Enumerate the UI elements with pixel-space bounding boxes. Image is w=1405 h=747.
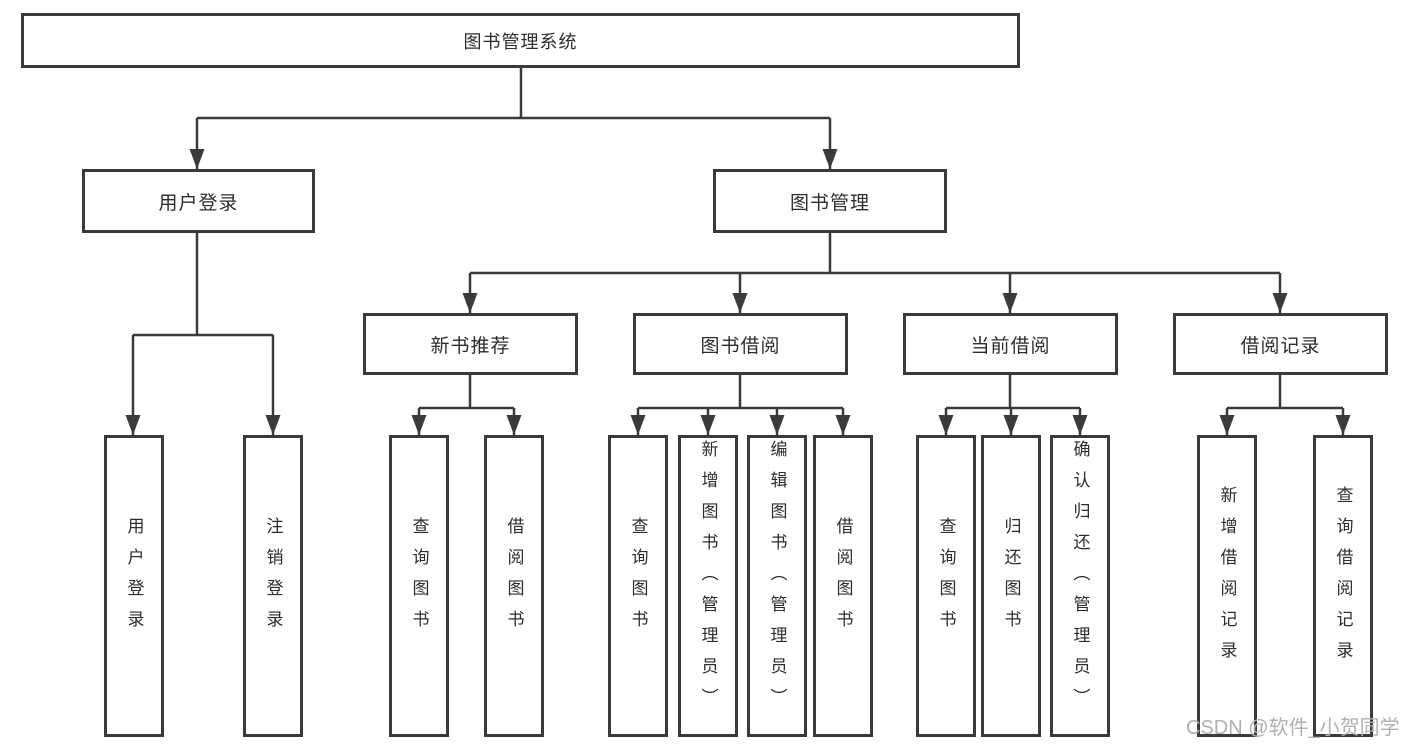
leaf-logout: 注销登录 <box>243 435 303 737</box>
node-current-borrowing: 当前借阅 <box>903 313 1118 375</box>
node-borrowing-records-label: 借阅记录 <box>1240 335 1321 357</box>
leaf-edit-book-admin-label: 编辑图书（管理员） <box>767 439 787 719</box>
node-book-management: 图书管理 <box>713 169 947 233</box>
leaf-confirm-return-admin: 确认归还（管理员） <box>1050 435 1110 737</box>
leaf-query-book-recommend-label: 查询图书 <box>409 517 429 641</box>
leaf-user-login-label: 用户登录 <box>124 517 144 641</box>
leaf-logout-label: 注销登录 <box>263 517 283 641</box>
node-root-label: 图书管理系统 <box>463 31 578 52</box>
leaf-return-book: 归还图书 <box>981 435 1041 737</box>
leaf-user-login: 用户登录 <box>104 435 164 737</box>
leaf-add-borrow-record: 新增借阅记录 <box>1197 435 1257 737</box>
connector-lines <box>131 68 1345 435</box>
leaf-add-borrow-record-label: 新增借阅记录 <box>1217 486 1237 672</box>
node-user-login: 用户登录 <box>82 169 315 233</box>
node-user-login-label: 用户登录 <box>158 192 239 214</box>
leaf-query-book-current: 查询图书 <box>916 435 976 737</box>
csdn-watermark: CSDN @软件_小贺同学 <box>1186 717 1400 739</box>
leaf-query-borrow-record-label: 查询借阅记录 <box>1333 486 1353 672</box>
leaf-query-book-current-label: 查询图书 <box>936 517 956 641</box>
node-book-borrowing-label: 图书借阅 <box>700 335 781 357</box>
leaf-add-book-admin-label: 新增图书（管理员） <box>698 439 718 719</box>
leaf-borrow-book-recommend-label: 借阅图书 <box>504 517 524 641</box>
node-book-management-label: 图书管理 <box>789 192 870 214</box>
leaf-confirm-return-admin-label: 确认归还（管理员） <box>1070 439 1090 719</box>
leaf-borrow-book-recommend: 借阅图书 <box>484 435 544 737</box>
leaf-query-book-recommend: 查询图书 <box>389 435 449 737</box>
leaf-query-borrow-record: 查询借阅记录 <box>1313 435 1373 737</box>
leaf-edit-book-admin: 编辑图书（管理员） <box>747 435 807 737</box>
leaf-borrow-book-label: 借阅图书 <box>833 517 853 641</box>
node-new-book-recommend-label: 新书推荐 <box>430 335 511 357</box>
leaf-query-book-borrow: 查询图书 <box>608 435 668 737</box>
leaf-borrow-book: 借阅图书 <box>813 435 873 737</box>
node-new-book-recommend: 新书推荐 <box>363 313 578 375</box>
leaf-add-book-admin: 新增图书（管理员） <box>678 435 738 737</box>
leaf-query-book-borrow-label: 查询图书 <box>628 517 648 641</box>
node-root: 图书管理系统 <box>21 13 1020 68</box>
node-borrowing-records: 借阅记录 <box>1173 313 1388 375</box>
leaf-return-book-label: 归还图书 <box>1001 517 1021 641</box>
node-current-borrowing-label: 当前借阅 <box>970 335 1051 357</box>
node-book-borrowing: 图书借阅 <box>633 313 848 375</box>
